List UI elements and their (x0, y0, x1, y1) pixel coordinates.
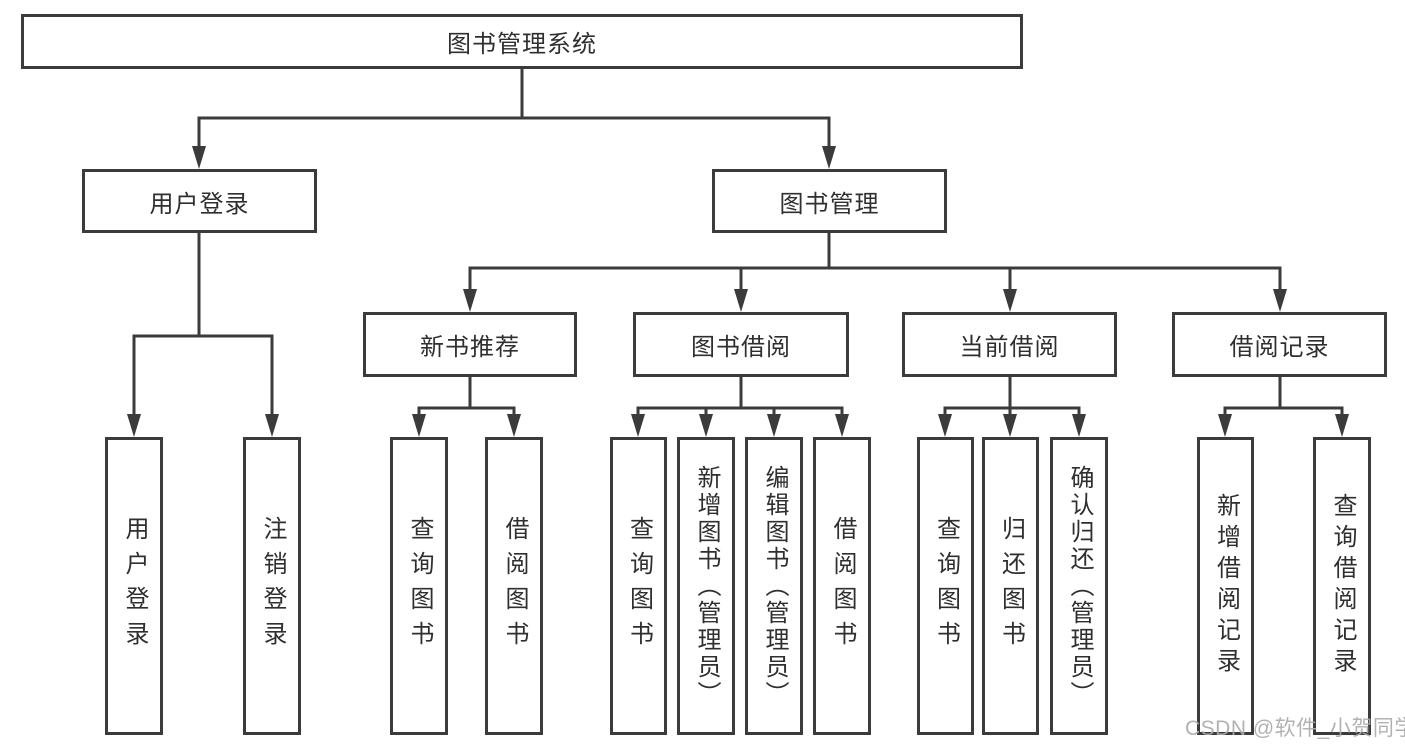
watermark: CSDN @软件_小贺同学 (1185, 717, 1405, 740)
leaf-bb-query-book: 查询图书 (610, 437, 667, 735)
node-root: 图书管理系统 (21, 14, 1023, 69)
leaf-bb-add-book-admin: 新增图书（管理员） (677, 437, 735, 735)
leaf-br-add-record: 新增借阅记录 (1197, 437, 1254, 735)
leaf-bb-query-book-label: 查询图书 (625, 516, 653, 656)
leaf-bb-borrow-book-label: 借阅图书 (829, 516, 856, 656)
leaf-br-query-record: 查询借阅记录 (1313, 437, 1371, 735)
leaf-user-login: 用户登录 (105, 437, 163, 735)
node-user-login: 用户登录 (82, 169, 317, 233)
node-book-management: 图书管理 (712, 169, 947, 233)
node-book-borrow: 图书借阅 (633, 312, 849, 377)
node-user-login-label: 用户登录 (149, 190, 250, 218)
leaf-bb-borrow-book: 借阅图书 (813, 437, 871, 735)
leaf-br-add-record-label: 新增借阅记录 (1212, 493, 1240, 679)
leaf-bb-edit-book-admin: 编辑图书（管理员） (745, 437, 803, 735)
node-borrow-records: 借阅记录 (1172, 312, 1387, 377)
node-new-book-recommend-label: 新书推荐 (420, 334, 520, 361)
leaf-cb-query-book-label: 查询图书 (932, 516, 960, 656)
leaf-br-query-record-label: 查询借阅记录 (1329, 493, 1356, 679)
leaf-cb-return-book: 归还图书 (982, 437, 1039, 735)
leaf-cb-return-book-label: 归还图书 (997, 516, 1025, 656)
leaf-logout: 注销登录 (243, 437, 301, 735)
leaf-bb-edit-book-admin-label: 编辑图书（管理员） (761, 464, 788, 708)
leaf-user-login-label: 用户登录 (121, 516, 148, 656)
node-book-management-label: 图书管理 (779, 190, 880, 218)
leaf-nbr-borrow-book-label: 借阅图书 (501, 516, 528, 656)
node-book-borrow-label: 图书借阅 (691, 334, 791, 361)
node-current-borrow: 当前借阅 (902, 312, 1117, 377)
node-root-label: 图书管理系统 (447, 31, 597, 58)
leaf-cb-query-book: 查询图书 (917, 437, 974, 735)
leaf-nbr-borrow-book: 借阅图书 (485, 437, 543, 735)
leaf-logout-label: 注销登录 (259, 516, 286, 656)
leaf-cb-confirm-return-admin: 确认归还（管理员） (1050, 437, 1108, 735)
leaf-cb-confirm-return-admin-label: 确认归还（管理员） (1066, 464, 1093, 708)
node-current-borrow-label: 当前借阅 (959, 334, 1060, 361)
node-new-book-recommend: 新书推荐 (363, 312, 577, 377)
leaf-bb-add-book-admin-label: 新增图书（管理员） (693, 464, 720, 708)
node-borrow-records-label: 借阅记录 (1229, 334, 1330, 361)
leaf-nbr-query-book: 查询图书 (390, 437, 448, 735)
leaf-nbr-query-book-label: 查询图书 (406, 516, 433, 656)
